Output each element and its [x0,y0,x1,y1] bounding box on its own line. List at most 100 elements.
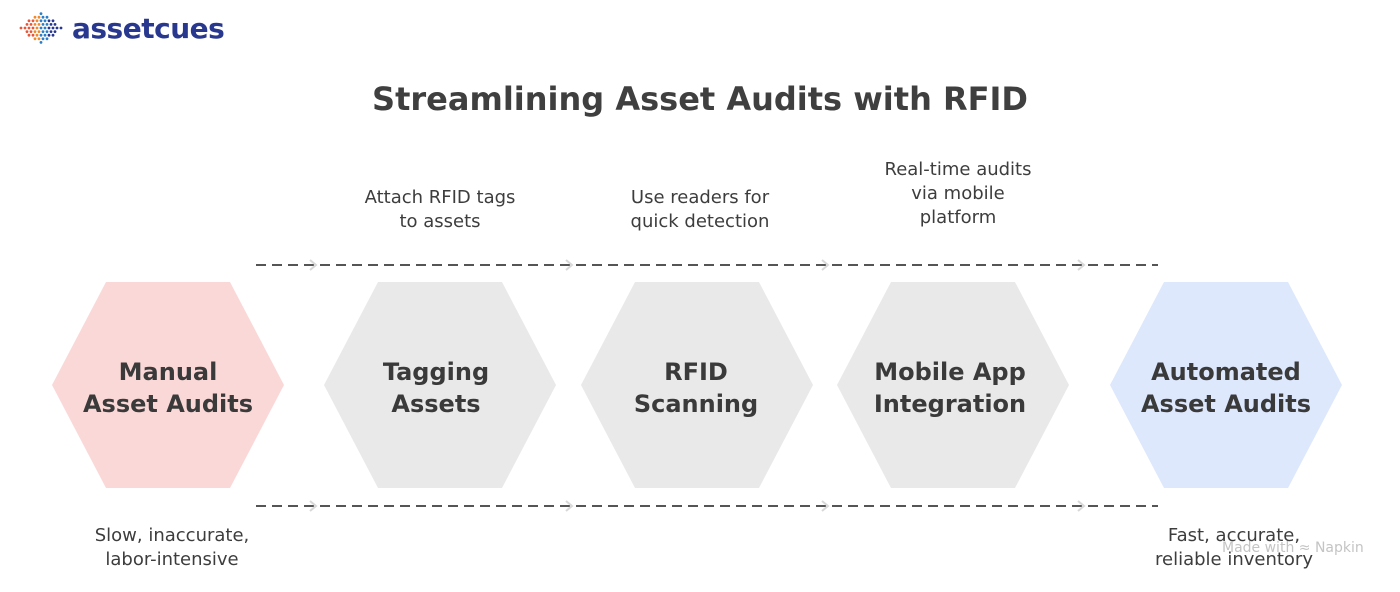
note-line: reliable inventory [1154,549,1313,570]
stage-label-line: Automated [1151,358,1301,386]
logo-dot [35,26,39,30]
note-mobile: Real-time audits via mobile platform [848,158,1068,230]
logo-dot [45,15,49,19]
logo-dot [53,23,57,26]
logo-dot [43,19,47,23]
logo-dot [55,26,59,30]
logo-dot [51,26,55,30]
stage-label-line: Asset Audits [1140,390,1312,418]
note-line: platform [919,207,997,228]
arrow-icon [1077,500,1086,512]
hexagon-tagging-assets [324,282,556,488]
logo-dot [51,19,55,23]
note-line: labor-intensive [105,549,239,570]
stage-label-line: Tagging [382,358,490,386]
arrow-icon [309,259,318,271]
logo-dot [47,26,51,30]
logo-dot [19,26,23,30]
logo-dot [25,23,29,26]
assetcues-logo-icon [19,12,63,44]
note-line: quick detection [630,211,770,232]
stage-label-automated-audits: Automated Asset Audits [1116,356,1336,420]
logo-dot [45,23,49,26]
diagram-title: Streamlining Asset Audits with RFID [372,80,1028,118]
logo-dot [41,37,45,41]
logo-dot [27,19,31,23]
arrow-icon [565,500,574,512]
stage-label-line: RFID [664,358,728,386]
note-line: via mobile [911,183,1005,204]
logo-dot [31,26,35,30]
logo-dot [37,15,41,19]
logo-dot [41,23,45,26]
hexagon-automated-audits [1110,282,1342,488]
stage-label-line: Manual [118,358,218,386]
note-line: Use readers for [630,187,770,208]
stage-label-line: Scanning [633,390,759,418]
logo-dot [37,23,41,26]
logo-dot [53,30,57,33]
logo-dot [29,23,33,26]
note-line: Fast, accurate, [1167,525,1301,546]
logo-dot [45,30,49,33]
logo-dot [33,15,37,19]
logo-dot [43,33,47,37]
note-line: Slow, inaccurate, [94,525,250,546]
stage-label-rfid-scanning: RFID Scanning [586,356,806,420]
logo-dot [41,15,45,19]
logo-dot [37,37,41,41]
hexagon-mobile-app [837,282,1069,488]
hexagon-rfid-scanning [581,282,813,488]
stage-label-line: Mobile App [874,358,1026,386]
logo-dot [47,33,51,37]
logo-dot [25,30,29,33]
note-manual-outcome: Slow, inaccurate, labor-intensive [62,524,282,572]
arrow-icon [821,500,830,512]
note-tagging: Attach RFID tags to assets [330,186,550,234]
stage-label-line: Assets [391,390,481,418]
stage-label-mobile-app: Mobile App Integration [840,356,1060,420]
logo-dot [37,30,41,33]
logo-dot [59,26,63,30]
arrow-icon [565,259,574,271]
logo-dot [41,30,45,33]
logo-dot [49,30,53,33]
note-automated-outcome: Fast, accurate, reliable inventory [1124,524,1344,572]
hexagon-manual-audits [52,282,284,488]
stage-label-line: Integration [873,390,1027,418]
logo-dot [39,12,43,15]
logo-dot [49,23,53,26]
note-line: Real-time audits [884,159,1032,180]
logo-dot [31,19,35,23]
logo-dot [27,33,31,37]
logo-dot [51,33,55,37]
logo-dot [39,26,43,30]
logo-dot [45,37,49,41]
arrow-icon [1077,259,1086,271]
arrow-icon [309,500,318,512]
stage-label-tagging-assets: Tagging Assets [326,356,546,420]
logo-dot [31,33,35,37]
logo-dot [35,19,39,23]
logo-dot [43,26,47,30]
logo-dot [35,33,39,37]
note-line: to assets [399,211,481,232]
stage-label-line: Asset Audits [82,390,254,418]
logo-dot [29,30,33,33]
arrow-icon [821,259,830,271]
note-scanning: Use readers for quick detection [590,186,810,234]
logo-dot [27,26,31,30]
logo-dot [39,33,43,37]
logo-dot [39,19,43,23]
logo-dot [47,19,51,23]
logo-dot [33,30,37,33]
logo-dot [33,23,37,26]
logo-dot [33,37,37,41]
brand-name: assetcues [72,11,225,45]
logo-dot [23,26,27,30]
brand-logo: assetcues [18,10,225,46]
stage-label-manual-audits: Manual Asset Audits [58,356,278,420]
note-line: Attach RFID tags [364,187,516,208]
logo-dot [39,41,43,44]
